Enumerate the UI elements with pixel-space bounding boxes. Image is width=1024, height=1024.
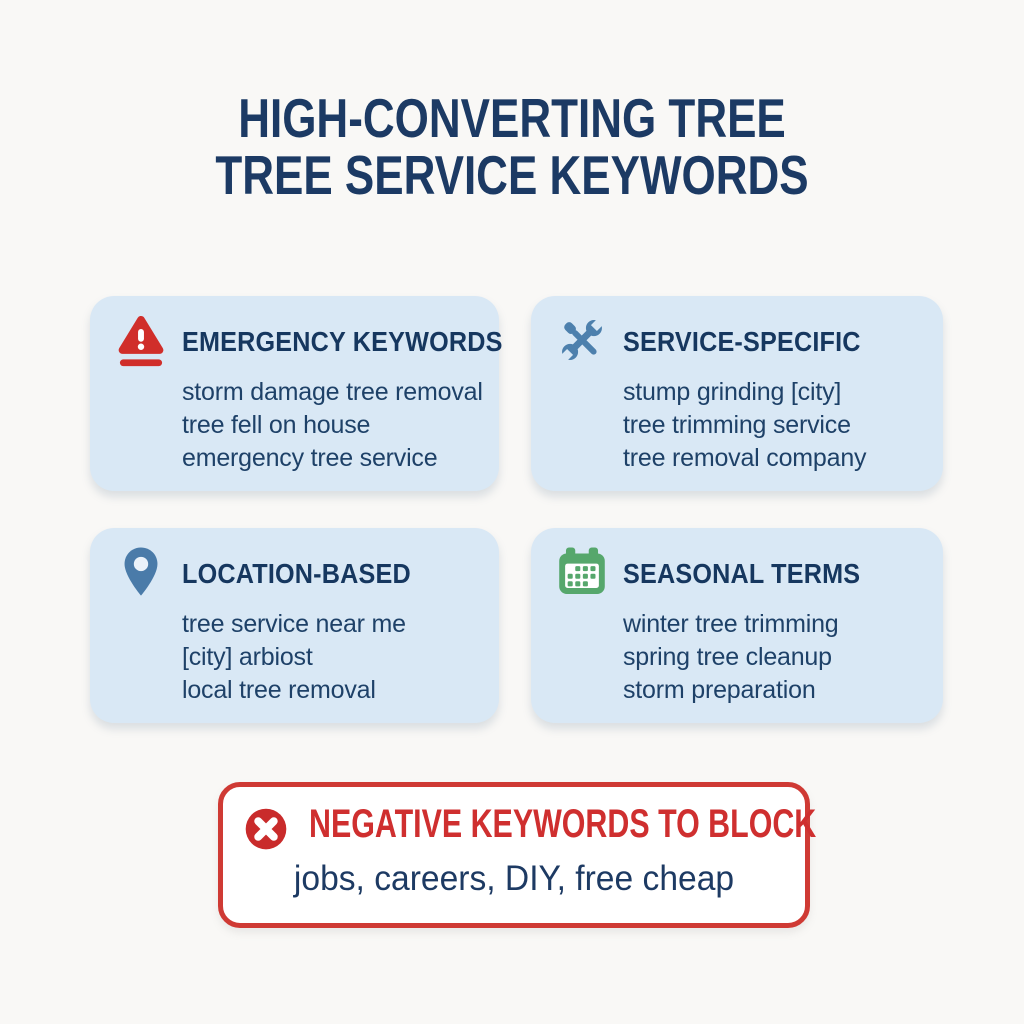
keyword-line: spring tree cleanup [623,643,832,671]
card-title: EMERGENCY KEYWORDS [182,326,503,357]
keyword-line: [city] arbiost [182,643,313,671]
keyword-line: tree removal company [623,444,867,472]
card-title: SERVICE-SPECIFIC [623,326,861,357]
card-keyword-list: stump grinding [city] tree trimming serv… [623,376,867,475]
keyword-line: winter tree trimming [623,610,839,638]
keyword-line: storm preparation [623,676,816,704]
negative-keywords-title: NEGATIVE KEYWORDS TO BLOCK [309,802,817,846]
warning-triangle-icon [118,315,164,367]
calendar-icon [559,547,605,594]
crossed-tools-icon [559,317,605,363]
keyword-line: emergency tree service [182,444,438,472]
negative-keywords-box: NEGATIVE KEYWORDS TO BLOCK jobs, careers… [218,782,816,928]
card-title: LOCATION-BASED [182,558,411,589]
keyword-line: local tree removal [182,676,376,704]
keyword-line: storm damage tree removal [182,378,483,406]
negative-keywords-line: jobs, careers, DIY, free cheap [293,859,735,898]
card-seasonal-terms: SEASONAL TERMS winter tree trimming spri… [531,528,943,723]
card-emergency-keywords: EMERGENCY KEYWORDS storm damage tree rem… [90,296,502,491]
keyword-line: tree service near me [182,610,406,638]
keyword-line: tree trimming service [623,411,851,439]
map-pin-icon [124,547,158,596]
card-location-based: LOCATION-BASED tree service near me [cit… [90,528,499,723]
page-title: HIGH-CONVERTING TREE TREE SERVICE KEYWOR… [102,90,921,204]
card-keyword-list: winter tree trimming spring tree cleanup… [623,608,839,707]
card-service-specific: SERVICE-SPECIFIC stump grinding [city] t… [531,296,943,491]
keyword-line: stump grinding [city] [623,378,842,406]
x-circle-icon [245,808,287,850]
page-title-line2: TREE SERVICE KEYWORDS [215,144,809,206]
card-keyword-list: tree service near me [city] arbiost loca… [182,608,406,707]
card-keyword-list: storm damage tree removal tree fell on h… [182,376,483,475]
page-title-line1: HIGH-CONVERTING TREE [238,87,786,149]
card-title: SEASONAL TERMS [623,558,861,589]
keyword-line: tree fell on house [182,411,371,439]
